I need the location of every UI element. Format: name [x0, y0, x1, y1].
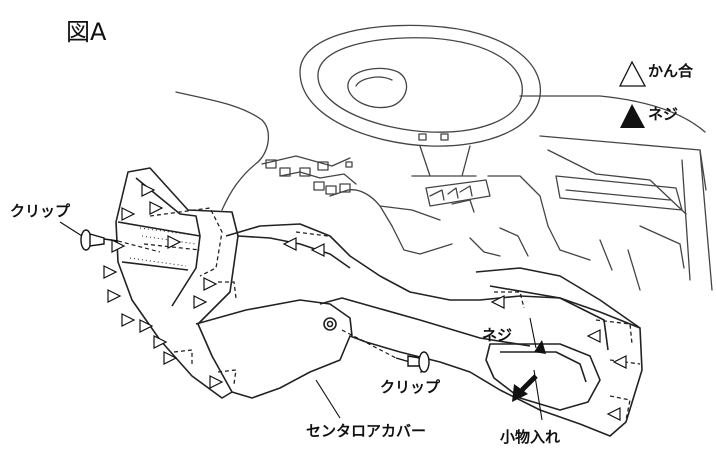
snap-fit-marker [103, 265, 118, 279]
snap-fit-marker [121, 207, 136, 221]
clip-hole [323, 317, 337, 331]
snap-fit-marker [167, 235, 182, 249]
clip-left [80, 229, 161, 253]
leader-line-cover [315, 379, 341, 419]
legend-screw-icon [620, 104, 645, 128]
snap-fit-marker [121, 313, 136, 327]
snap-fit-markers [103, 183, 627, 421]
snap-fit-marker [149, 201, 164, 215]
snap-fit-marker [139, 319, 154, 333]
snap-fit-marker [193, 295, 208, 309]
wiring-harness [261, 155, 351, 167]
legend-screw-label: ネジ [648, 105, 679, 123]
leader-line-tray [533, 369, 543, 421]
clip-left-label: クリップ [10, 202, 71, 220]
snap-fit-marker [612, 355, 627, 369]
snap-fit-marker [209, 375, 224, 389]
small-tray-pocket [485, 343, 601, 411]
center-lower-cover-part [115, 167, 643, 437]
snap-fit-marker [282, 237, 297, 251]
leader-line-screw [529, 317, 537, 349]
removal-direction-arrow [512, 374, 538, 402]
snap-fit-marker [111, 239, 126, 253]
legend-snap-fit-label: かん合 [648, 62, 694, 80]
snap-fit-marker [606, 407, 621, 421]
snap-fit-marker [107, 289, 122, 303]
snap-fit-marker [163, 351, 178, 365]
snap-fit-marker [203, 277, 218, 291]
steering-column [411, 145, 477, 177]
small-tray-label: 小物入れ [500, 428, 561, 446]
leader-line-clip-left [59, 221, 83, 237]
steering-hub [347, 67, 408, 109]
snap-fit-marker [490, 295, 505, 309]
snap-fit-marker [586, 329, 601, 343]
clip-bottom [341, 329, 430, 373]
legend-snap-fit-icon [618, 60, 647, 87]
snap-fit-marker [310, 243, 325, 257]
figure-title: 図A [66, 18, 107, 46]
leader-lines [59, 221, 543, 421]
dashboard-background-drawing [175, 24, 713, 291]
screw-marker [534, 340, 546, 354]
clip-bottom-label: クリップ [380, 378, 441, 396]
center-lower-cover-label: センタロアカバー [306, 422, 427, 440]
screw-label: ネジ [482, 326, 513, 344]
snap-fit-marker [153, 335, 168, 349]
steering-wheel [299, 24, 542, 147]
snap-fit-marker [141, 183, 156, 197]
